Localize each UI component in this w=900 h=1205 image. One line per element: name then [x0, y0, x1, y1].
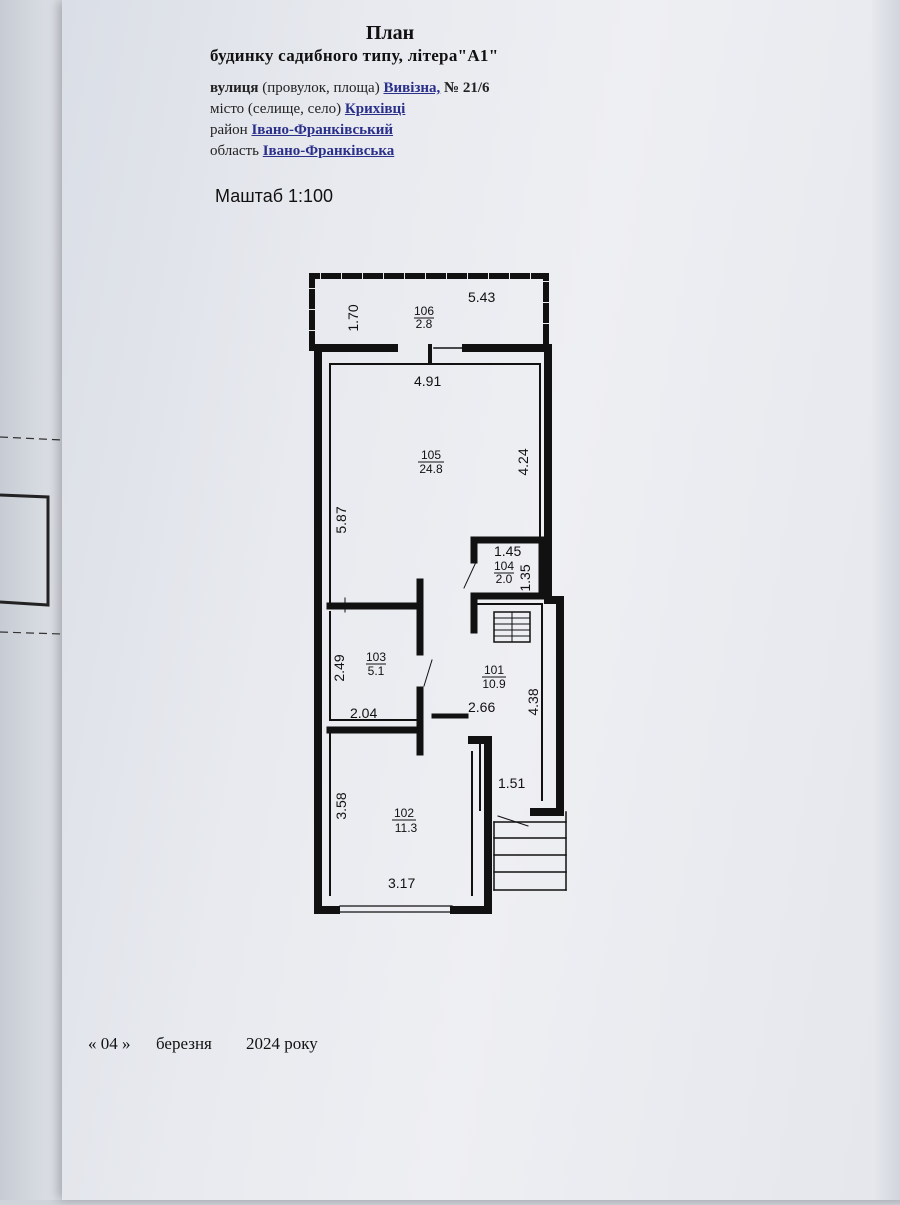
street-label: вулиця — [210, 80, 259, 96]
underlying-page-lines — [0, 436, 63, 635]
dim-room-105-right: 4.24 — [515, 448, 531, 475]
room-101-number: 101 — [484, 663, 504, 677]
document-title: План — [365, 22, 415, 44]
room-103-number: 103 — [366, 650, 386, 664]
porch-outline — [309, 273, 549, 351]
room-106-number: 106 — [414, 304, 434, 318]
dim-room-103-width: 2.04 — [350, 705, 377, 721]
room-104-number: 104 — [494, 559, 514, 573]
district-label: район — [210, 122, 248, 138]
inner-wall-line-105 — [329, 363, 541, 537]
dim-room-102-width: 3.17 — [388, 875, 415, 891]
street-value: Вивізна, — [383, 80, 441, 96]
dim-porch-width: 5.43 — [468, 289, 495, 305]
document-sheet — [62, 0, 900, 1200]
region-value: Івано-Франківська — [262, 143, 395, 159]
room-101-area: 10.9 — [482, 677, 506, 691]
document-subtitle: будинку садибного типу, літера"А1" — [210, 46, 499, 65]
dim-room-102-height: 3.58 — [333, 792, 349, 819]
date-year: 2024 року — [246, 1034, 318, 1053]
dim-room-104-width: 1.45 — [494, 543, 521, 559]
scale-label: Маштаб 1:100 — [215, 186, 334, 206]
sheet-edge-shadow — [872, 0, 900, 1200]
address-district-line: район Івано-Франківський — [210, 122, 393, 139]
room-105-number: 105 — [421, 448, 441, 462]
room-105-area: 24.8 — [419, 462, 443, 476]
outer-wall-right-lower — [530, 596, 564, 816]
dim-room-101-width: 2.66 — [468, 699, 495, 715]
district-value: Івано-Франківський — [251, 122, 394, 138]
region-label: область — [210, 143, 259, 159]
date-month: березня — [156, 1034, 212, 1053]
dim-porch-depth: 1.70 — [345, 304, 361, 331]
dim-room-103-height: 2.49 — [331, 654, 347, 681]
house-number: № 21/6 — [444, 80, 490, 96]
outer-wall-left-top — [314, 344, 398, 914]
dim-hall-width: 1.51 — [498, 775, 525, 791]
room-102-number: 102 — [394, 806, 414, 820]
dim-room-101-height: 4.38 — [525, 688, 541, 715]
bathroom-104-walls — [470, 536, 546, 634]
date-day: « 04 » — [88, 1034, 131, 1053]
city-label: місто (селище, село) — [210, 101, 342, 117]
street-hint: (провулок, площа) — [262, 80, 380, 96]
address-region-line: область Івано-Франківська — [210, 143, 394, 160]
dim-room-105-height: 5.87 — [333, 506, 349, 533]
room-102-area: 11.3 — [395, 821, 418, 835]
address-city-line: місто (селище, село) Крихівці — [210, 101, 405, 118]
dim-room-105-width: 4.91 — [414, 373, 441, 389]
city-value: Крихівці — [344, 101, 406, 117]
room-103-area: 5.1 — [368, 664, 385, 678]
dim-room-104-height: 1.35 — [517, 564, 533, 591]
address-street-line: вулиця (провулок, площа) Вивізна, № 21/6 — [210, 80, 490, 97]
outer-wall-right-top — [462, 344, 552, 604]
room-104-area: 2.0 — [496, 572, 513, 586]
room-106-area: 2.8 — [416, 317, 433, 331]
outdoor-steps — [493, 811, 567, 891]
